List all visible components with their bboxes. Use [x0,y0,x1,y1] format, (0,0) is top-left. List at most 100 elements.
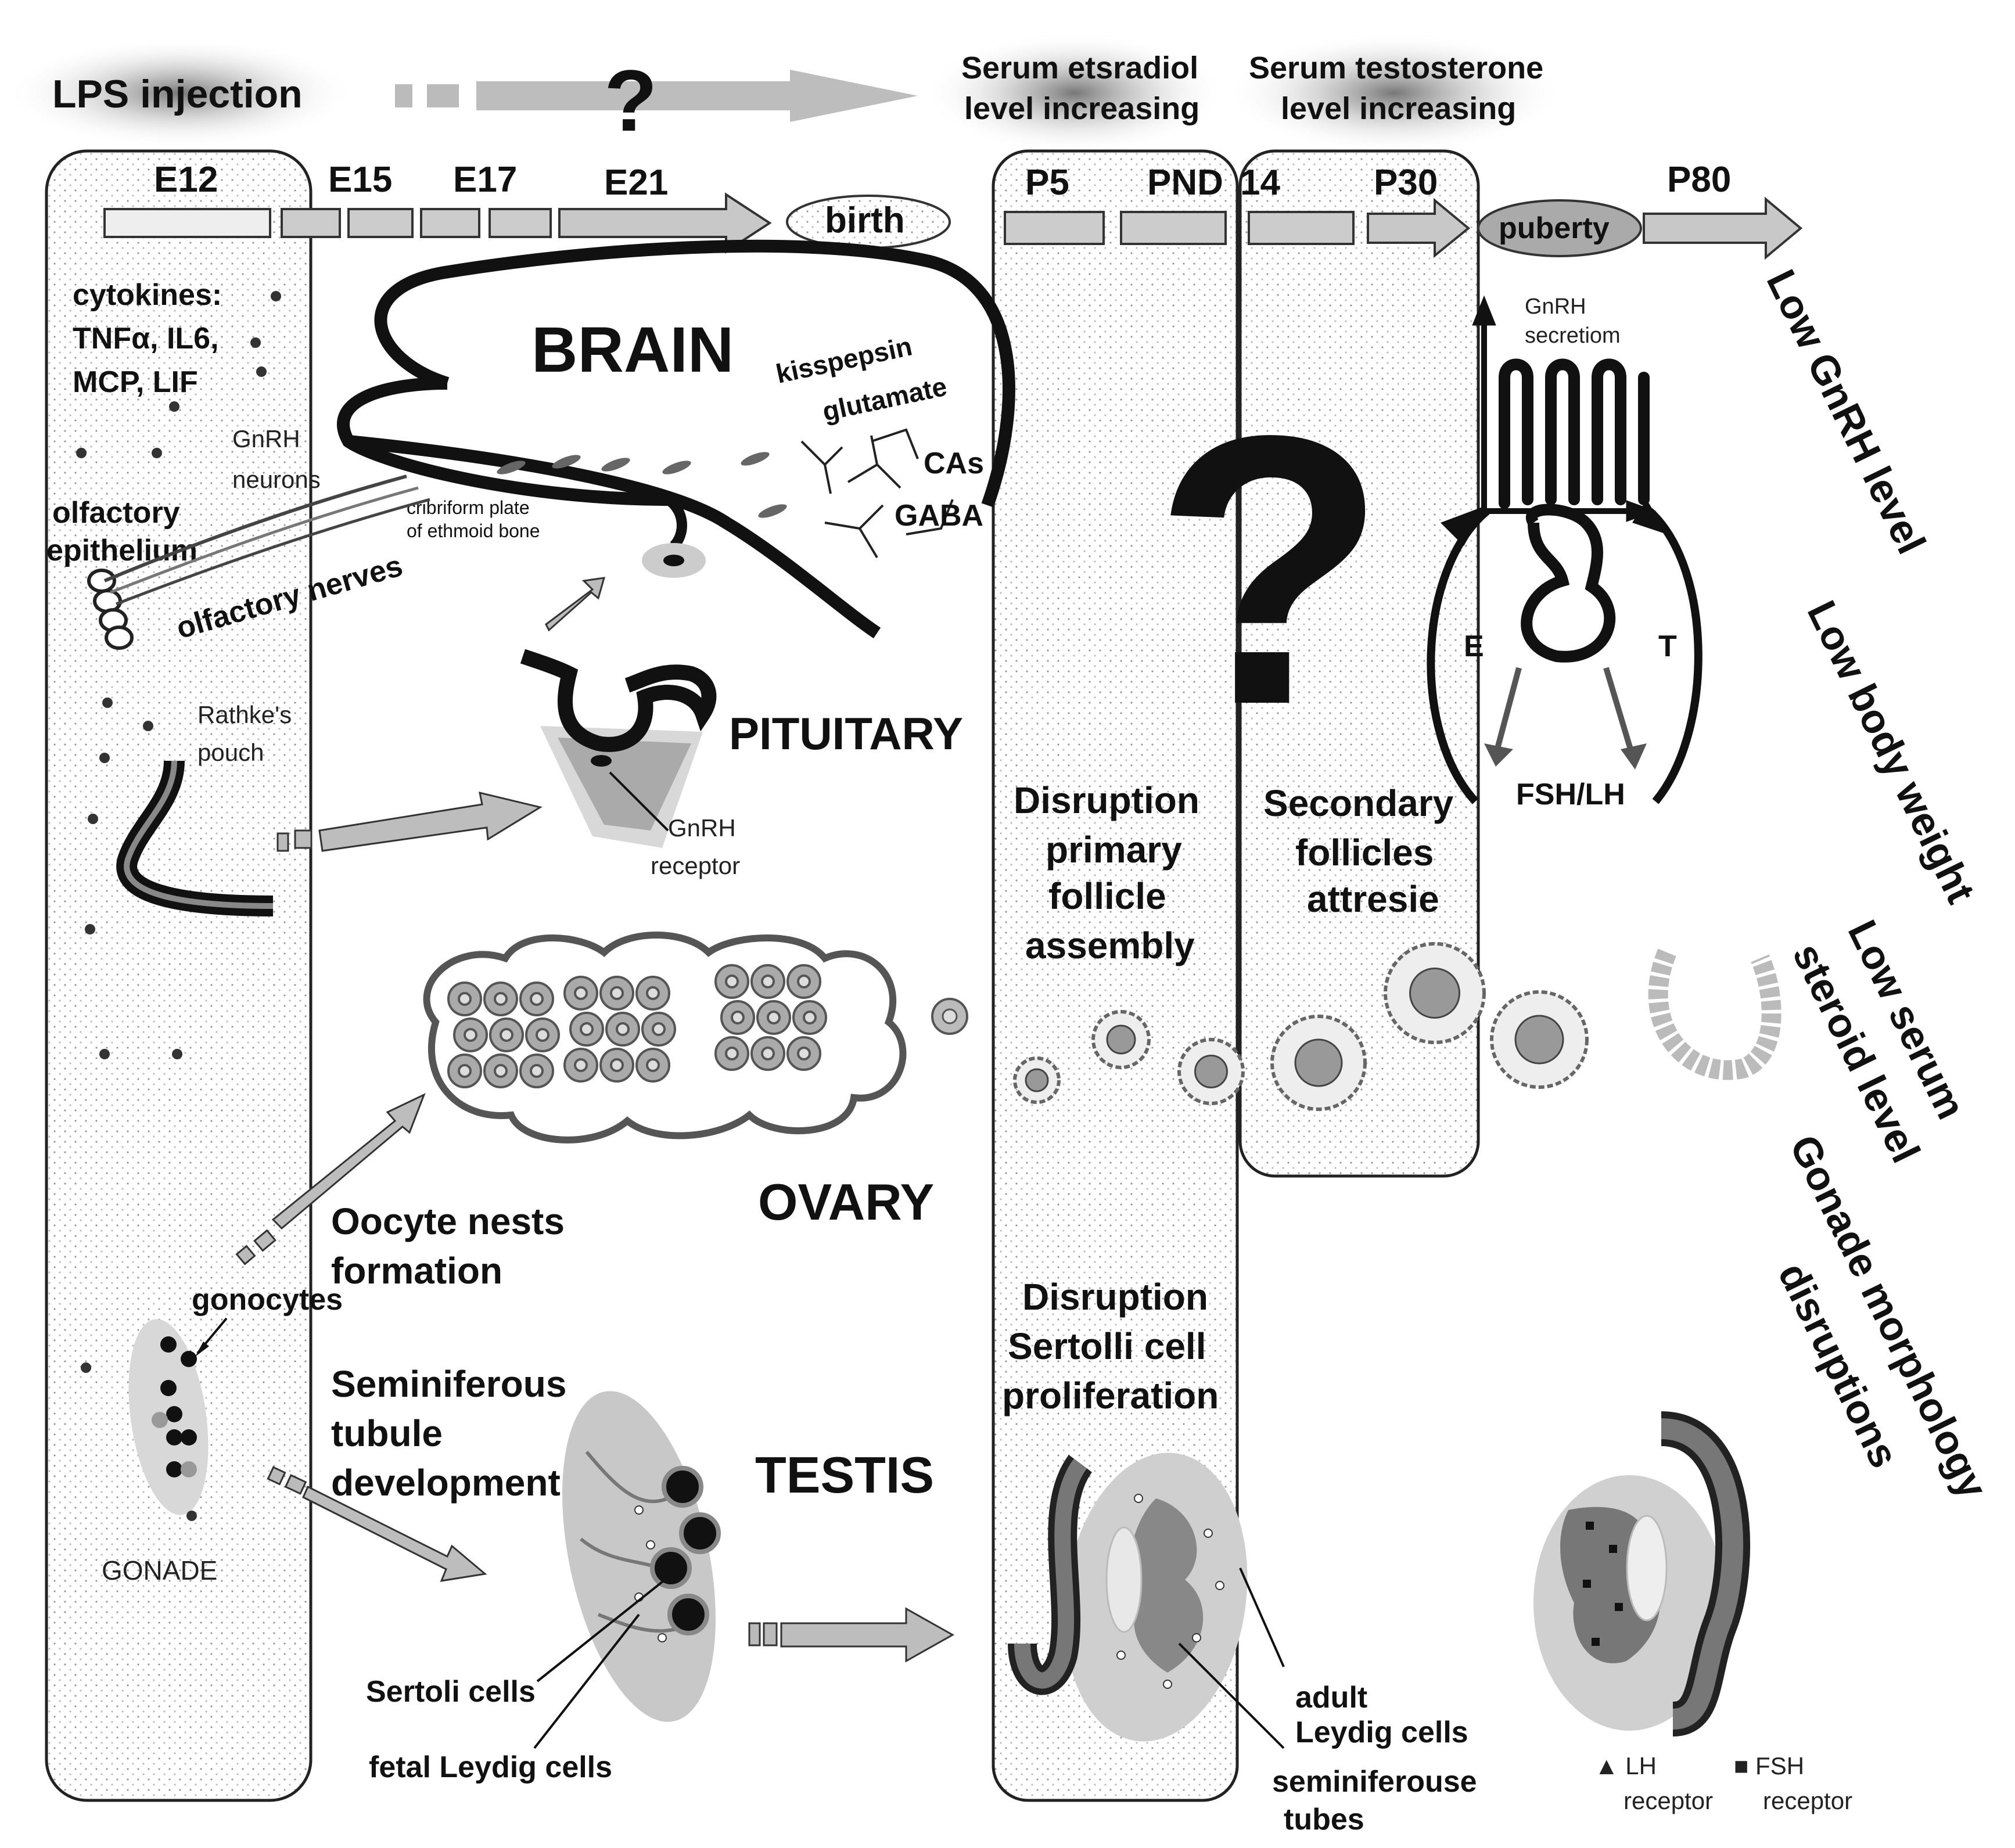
lps-burst: LPS injection [6,38,354,148]
gaba-label: GABA [895,499,983,533]
seminiferous-line2: tubule [331,1412,443,1454]
timeline-e12: E12 [154,160,218,200]
oocyte-nests-line1: Oocyte nests [331,1200,565,1242]
early-follicle [931,998,968,1035]
outcome-low-body-weight: Low body weight [1799,594,1984,909]
outcome-low-gnrh: Low GnRH level [1758,263,1935,560]
follicle-oocyte [1294,1038,1343,1087]
oocyte-nucleus [464,1028,477,1042]
oocyte-nucleus [616,1022,630,1036]
axis-estradiol: E [1464,630,1484,663]
dashed-question-arrow: ? [395,52,918,149]
follicle-oocyte [1025,1068,1049,1092]
serum-testosterone-line2: level increasing [1281,91,1516,126]
serum-testosterone-line1: Serum testosterone [1249,51,1543,85]
seminiferous-tubes-line2: tubes [1284,1803,1364,1836]
follicle-oocyte [1106,1024,1136,1055]
cas-label: CAs [924,447,984,480]
olfactory-line1: olfactory [52,496,180,530]
big-question-mark: ? [1153,356,1387,784]
brain-drawing: BRAIN GnRH neurons cribriform plate of e… [103,239,1015,646]
follicle-oocyte [1514,1015,1564,1065]
oocyte-nucleus [646,986,660,1000]
follicle-oocyte [1194,1055,1228,1088]
legend-fsh-line2: receptor [1763,1787,1852,1814]
cytokines-line1: cytokines: [73,278,222,312]
receptor-legend: ▲ LH receptor ■ FSH receptor [1594,1752,1852,1814]
fetal-testis [562,1391,721,1722]
timeline-e17: E17 [453,160,517,200]
seminiferous-tubes-line1: seminiferouse [1272,1765,1477,1799]
kisspeptin-network [800,428,954,559]
prepubertal-panel [1238,149,1480,1178]
serum-estradiol-line1: Serum etsradiol [961,51,1198,85]
glutamate-label: glutamate [820,371,949,427]
pituitary-up-arrow [545,577,606,632]
secondary-follicles-line1: Secondary [1263,782,1454,824]
oocyte-nucleus [458,992,472,1006]
oocyte-nucleus [725,975,739,988]
timeline-puberty: puberty [1499,211,1610,245]
cytokines-line2: TNFα, IL6, [73,322,219,355]
oocyte-nucleus [610,986,624,1000]
oocyte-nucleus [725,1047,739,1060]
follicle-oocyte [1409,968,1460,1019]
cytokines-block: cytokines: TNFα, IL6, MCP, LIF [73,278,281,458]
testis-title: TESTIS [755,1446,934,1504]
oocyte-nucleus [797,975,811,988]
oocyte-nucleus [574,1058,588,1072]
neonatal-testis [1008,1452,1248,1742]
lps-injection-label: LPS injection [52,72,303,116]
fetal-to-neonatal-testis-arrow [748,1607,955,1663]
oocyte-nucleus [646,1058,660,1072]
legend-fsh-line1: ■ FSH [1734,1752,1804,1779]
cribriform-line2: of ethmoid bone [407,520,540,541]
migrating-neurons [497,452,787,518]
oocyte-nucleus [574,986,588,1000]
pituitary-drawing: PITUITARY GnRH receptor [520,649,963,879]
seminiferous-line1: Seminiferous [331,1363,566,1405]
gnrh-secretion-line1: GnRH [1525,294,1586,319]
sertoli-cells-label: Sertoli cells [366,1675,536,1709]
timeline-p30: P30 [1374,163,1438,203]
oocyte-nucleus [767,1011,781,1024]
timeline-e21: E21 [604,163,668,203]
oocyte-nucleus [761,975,775,988]
oocyte-nucleus [731,1011,745,1024]
olfactory-epithelium-shape [87,569,134,650]
ovary-nest-cells [447,964,827,1088]
rathke-to-pituitary-arrow [276,791,543,852]
brain-title: BRAIN [531,314,734,386]
disruption-sertoli-line2: Sertolli cell [1008,1325,1206,1367]
adult-testis [1533,1411,1751,1736]
gnrh-secretion-line2: secretiom [1525,323,1621,348]
hpg-axis [1427,295,1702,804]
fetal-leydig-label: fetal Leydig cells [369,1750,612,1784]
seminiferous-tubes-pointer [1178,1642,1285,1749]
adult-leydig-line1: adult [1295,1681,1367,1714]
axis-fsh-lh: FSH/LH [1516,778,1625,811]
timeline-pnd: PND [1147,163,1223,203]
oocyte-nucleus [494,1064,508,1078]
secondary-follicles-line3: attresie [1307,878,1439,920]
legend-lh-line1: ▲ LH [1594,1752,1657,1779]
olfactory-line2: epithelium [46,534,197,567]
gonocytes-label: gonocytes [192,1283,343,1317]
rathke-line1: Rathke's [197,701,292,728]
adult-leydig-line2: Leydig cells [1295,1716,1468,1749]
testosterone-burst: Serum testosterone level increasing [1226,32,1563,154]
timeline-p5: P5 [1025,163,1069,203]
embryonic-panel [45,149,313,1802]
oocyte-nucleus [580,1022,594,1036]
gnrh-receptor-line2: receptor [651,852,740,879]
ovary-title: OVARY [758,1173,934,1231]
axis-testosterone: T [1658,630,1677,663]
disruption-sertoli-line3: proliferation [1002,1375,1219,1416]
rathke-line2: pouch [197,739,264,766]
estradiol-burst: Serum etsradiol level increasing [924,32,1226,154]
disruption-follicle-line2: primary [1046,829,1182,871]
oocyte-nucleus [530,992,544,1006]
question-mark-small: ? [604,52,658,149]
timeline-pnd14: 14 [1240,163,1280,203]
